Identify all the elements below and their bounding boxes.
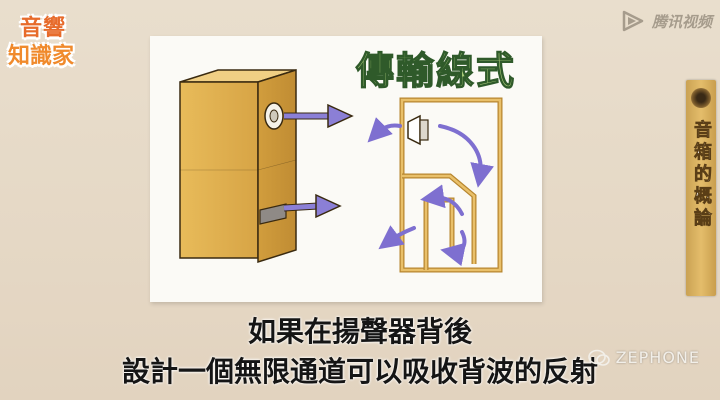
wechat-bubble-icon bbox=[587, 349, 610, 366]
transmission-line-diagram bbox=[179, 68, 503, 273]
subtitle-line-2: 設計一個無限通道可以吸收背波的反射 bbox=[121, 355, 598, 388]
credit-text: ZEPHONE bbox=[615, 348, 700, 367]
speaker-cabinet bbox=[179, 68, 297, 264]
channel-credit: ZEPHONE bbox=[587, 348, 700, 367]
subtitle-line-1: 如果在揚聲器背後 bbox=[247, 315, 472, 348]
tweeter-icon bbox=[407, 114, 429, 146]
play-icon bbox=[622, 10, 644, 32]
speaker-dial-icon bbox=[691, 88, 711, 108]
show-logo: 音響 知識家 bbox=[6, 8, 124, 78]
video-watermark: 腾讯视频 bbox=[620, 10, 712, 32]
arrow-right-icon bbox=[283, 193, 342, 219]
topic-label: 音箱的概論 bbox=[691, 120, 713, 231]
topic-sidebar: 音箱的概論 bbox=[686, 80, 716, 296]
show-logo-line2: 知識家 bbox=[8, 44, 75, 69]
curved-arrow-icon bbox=[367, 117, 494, 267]
arrow-right-icon bbox=[284, 103, 354, 129]
poster-title: 傳輸線式 bbox=[355, 48, 517, 93]
watermark-text: 腾讯视频 bbox=[651, 12, 712, 31]
show-logo-line1: 音響 bbox=[20, 16, 67, 41]
diagram-poster: 傳輸線式 bbox=[150, 36, 542, 302]
